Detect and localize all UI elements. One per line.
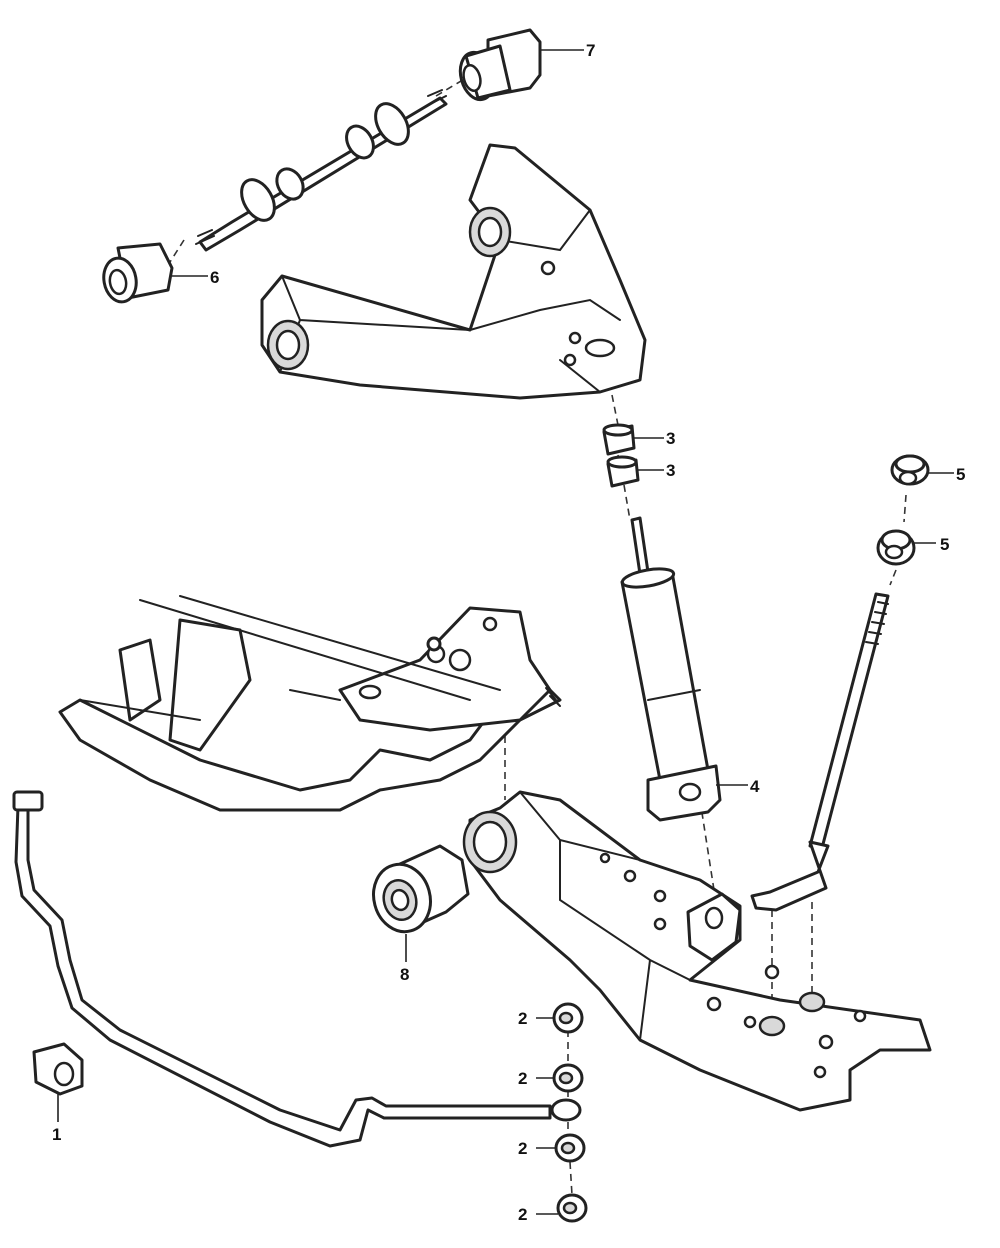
strut-bar-bushing-lower — [876, 529, 916, 566]
stabilizer-link-bushing-2 — [552, 1063, 584, 1093]
shock-absorber — [620, 516, 722, 822]
callout-labels: 7 6 3 3 5 5 4 8 1 2 2 2 2 — [52, 41, 965, 1224]
callout-2-fourth: 2 — [518, 1205, 527, 1224]
frame-crossmember — [58, 595, 562, 812]
stabilizer-link-bushing-4 — [556, 1193, 588, 1223]
callout-5-lower: 5 — [940, 535, 949, 554]
callout-3-lower: 3 — [666, 461, 675, 480]
callout-6: 6 — [210, 268, 219, 287]
stabilizer-bar — [12, 790, 582, 1148]
stabilizer-link-bushing-1 — [552, 1002, 584, 1034]
callout-2-third: 2 — [518, 1139, 527, 1158]
callout-leaders — [57, 49, 954, 1215]
shock-absorber-bushing-lower — [606, 455, 640, 488]
upper-arm-bushing-bottom — [102, 242, 174, 304]
strut-bar-bushing-upper — [890, 454, 930, 486]
shock-absorber-bushing-upper — [602, 423, 636, 456]
strut-bar — [750, 592, 890, 912]
callout-1: 1 — [52, 1125, 61, 1144]
callout-8: 8 — [400, 965, 409, 984]
upper-arm-cross-shaft — [195, 89, 448, 252]
stabilizer-link-bushing-3 — [554, 1133, 586, 1163]
assembly-guide-lines — [169, 77, 907, 1196]
callout-7: 7 — [586, 41, 595, 60]
upper-arm-bushing-top — [458, 28, 542, 102]
stabilizer-bar-bushing — [32, 1042, 84, 1096]
callout-4: 4 — [750, 777, 760, 796]
callout-3-upper: 3 — [666, 429, 675, 448]
callout-2-second: 2 — [518, 1069, 527, 1088]
upper-control-arm — [260, 143, 647, 400]
lower-control-arm — [462, 790, 932, 1112]
callout-5-upper: 5 — [956, 465, 965, 484]
lower-arm-bushing — [372, 844, 470, 934]
callout-2-first: 2 — [518, 1009, 527, 1028]
